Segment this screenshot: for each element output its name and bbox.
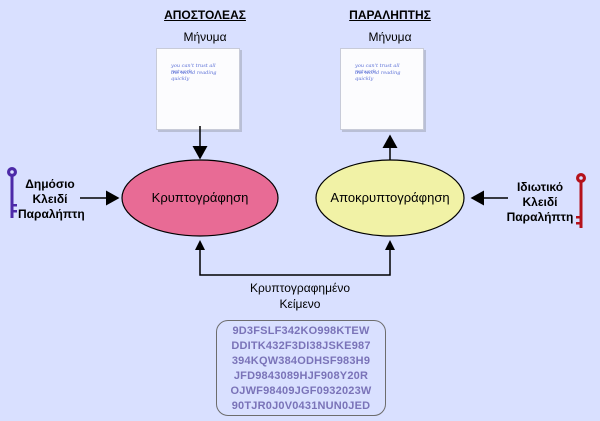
receiver-message-paper: you can't trust all network the world re…: [340, 48, 424, 130]
private-key-label-line-1: Ιδιωτικό: [516, 180, 564, 194]
sender-heading: ΑΠΟΣΤΟΛΕΑΣ: [164, 8, 246, 22]
receiver-heading: ΠΑΡΑΛΗΠΤΗΣ: [349, 8, 431, 22]
private-key-label-line-3: Παραλήπτη: [506, 210, 574, 224]
sender-message-paper: you can't trust all network the world re…: [156, 48, 240, 130]
ciphertext-bracket-connector: [199, 246, 391, 276]
arrowhead-to-encrypt: [195, 240, 205, 250]
ciphertext-label-line-1: Κρυπτογραφημένο: [249, 281, 351, 295]
handwriting-line-1: you can't trust all network: [355, 63, 400, 75]
ciphertext-line: 90TJR0J0V0431NUN0JED: [231, 400, 371, 412]
ciphertext-line: 394KQW384ODHSF983H9: [231, 355, 371, 367]
ciphertext-label: Κρυπτογραφημένο Κείμενο: [220, 280, 380, 312]
public-key-label-line-2: Κλειδί: [32, 192, 68, 206]
decryption-ellipse: [315, 159, 465, 237]
decryption-label: Αποκρυπτογράφηση: [330, 190, 450, 205]
handwriting-line-2: the world reading quickly: [355, 70, 401, 82]
ciphertext-line: DDITK432F3DI38JSKE987: [231, 340, 371, 352]
ciphertext-line: OJWF98409JGF0932023W: [230, 385, 372, 397]
handwriting-line-2: the world reading quickly: [171, 70, 217, 82]
ciphertext-line: 9D3FSLF342KO998KTEW: [232, 325, 370, 337]
receiver-message-label: Μήνυμα: [368, 30, 412, 44]
private-key-label: Ιδιωτικό Κλειδί Παραλήπτη: [505, 180, 575, 225]
private-key-label-line-2: Κλειδί: [522, 195, 558, 209]
ciphertext-line: JFD9843089HJF908Y20R: [233, 370, 369, 382]
public-key-label-line-3: Παραλήπτη: [18, 207, 85, 221]
handwriting-line-1: you can't trust all network: [171, 63, 216, 75]
encryption-label: Κρυπτογράφηση: [151, 190, 249, 205]
private-key-icon: [576, 173, 586, 228]
encryption-ellipse: [121, 159, 279, 237]
arrowhead-to-decrypt: [385, 240, 395, 250]
public-key-icon: [7, 167, 17, 218]
sender-message-label: Μήνυμα: [183, 30, 227, 44]
ciphertext-box: 9D3FSLF342KO998KTEW DDITK432F3DI38JSKE98…: [216, 320, 386, 416]
public-key-label-line-1: Δημόσιο: [25, 177, 75, 191]
public-key-label: Δημόσιο Κλειδί Παραλήπτη: [18, 177, 85, 222]
ciphertext-label-line-2: Κείμενο: [279, 297, 321, 311]
